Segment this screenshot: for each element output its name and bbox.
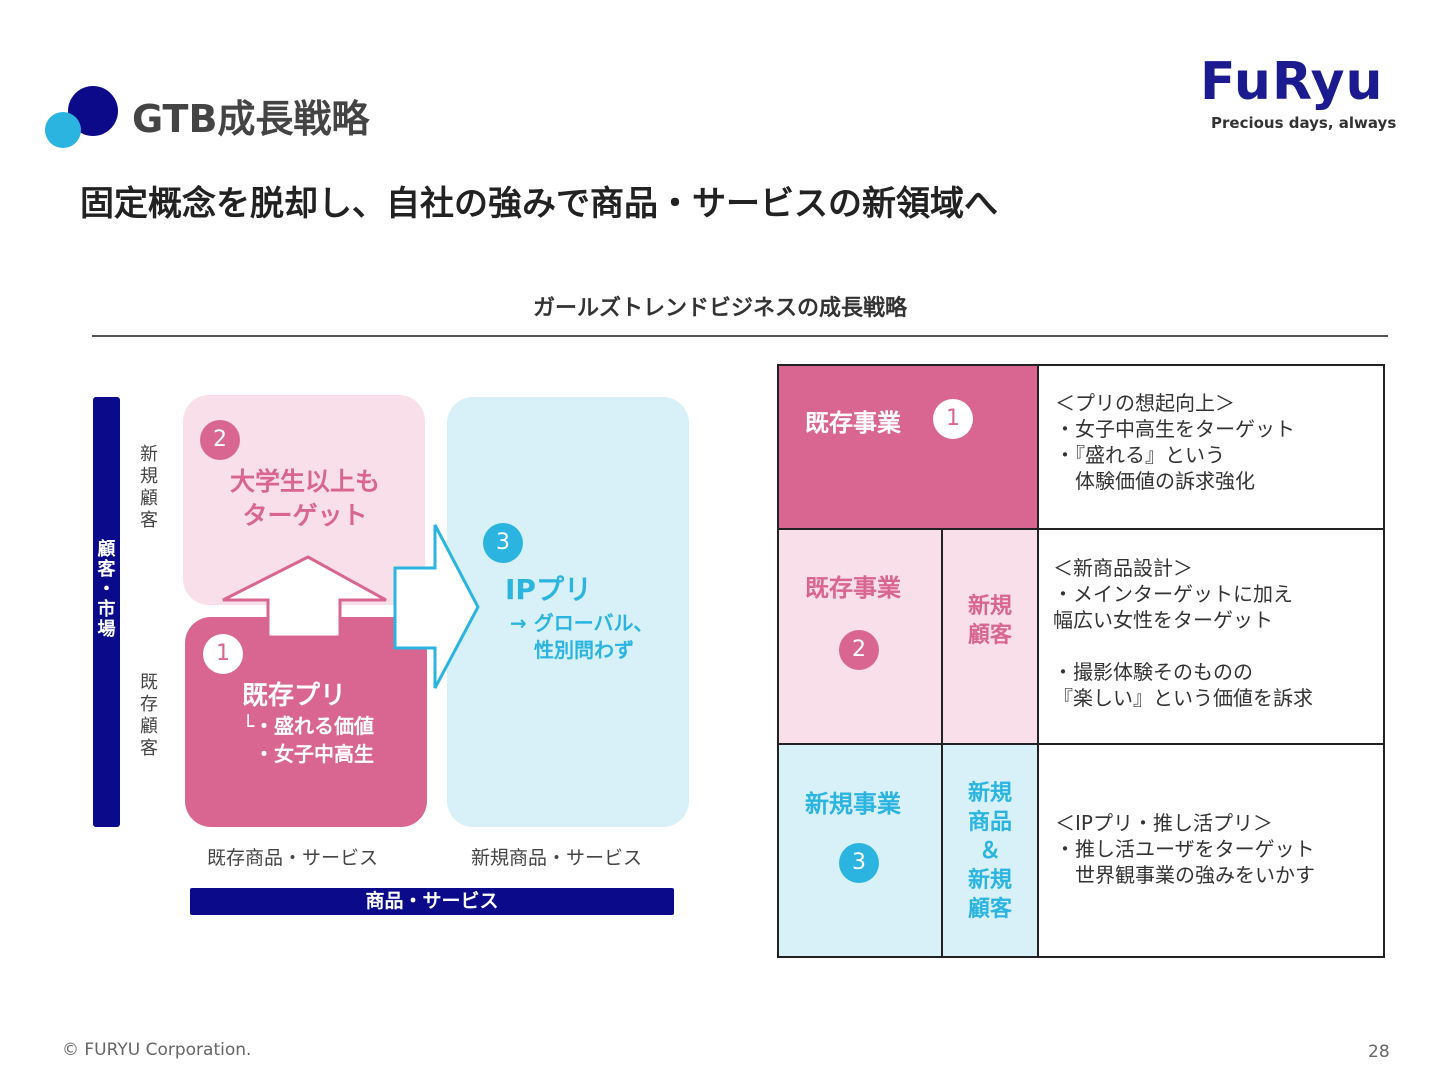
section-divider [92,335,1388,337]
q3-points: → グローバル、 性別問わず [510,611,654,662]
row2-number-badge: 2 [839,630,879,670]
section-title: ガールズトレンドビジネスの成長戦略 [532,296,907,321]
up-arrow-icon [222,555,387,639]
row1-label-cell [777,364,1038,529]
y-axis-bar [93,397,120,827]
table-divider [777,743,1385,745]
logo-dot-small [45,112,81,148]
row3-sub-label: 新規 商品 ＆ 新規 顧客 [967,781,1012,922]
q1-number-badge: 1 [203,634,243,674]
q2-number-badge: 2 [200,420,240,460]
table-divider [1037,364,1039,958]
row2-sub-label: 新規 顧客 [967,594,1012,648]
row1-number-badge: 1 [933,399,973,439]
x-left-label: 既存商品・サービス [207,847,379,869]
y-axis-label: 顧客・市場 [97,539,116,640]
page-title: GTB成長戦略 [132,97,370,141]
row3-number-badge: 3 [839,843,879,883]
headline: 固定概念を脱却し、自社の強みで商品・サービスの新領域へ [80,184,998,224]
growth-arrows [222,524,480,689]
row3-description: ＜IPプリ・推し活プリ＞ ・推し活ユーザをターゲット 世界観事業の強みをいかす [1055,811,1315,887]
row1-label: 既存事業 [805,409,901,437]
q2-text: 大学生以上も ターゲット [229,467,380,530]
y-top-label: 新規顧客 [140,444,158,531]
copyright: © FURYU Corporation. [62,1040,252,1060]
table-divider [777,528,1385,530]
row1-description: ＜プリの想起向上＞ ・女子中高生をターゲット ・『盛れる』という 体験価値の訴求… [1055,391,1295,493]
q3-number-badge: 3 [483,523,523,563]
strategy-table [777,364,1385,958]
brand-tagline: Precious days, always [1211,114,1397,132]
x-axis-bar: 商品・サービス [190,888,674,915]
right-arrow-icon [393,524,480,689]
row2-description: ＜新商品設計＞ ・メインターゲットに加え 幅広い女性をターゲット ・撮影体験その… [1053,556,1313,710]
q1-title: 既存プリ [242,681,347,711]
q3-title: IPプリ [505,573,592,606]
q1-points: └・盛れる価値 ・女子中高生 [242,714,375,766]
row3-label: 新規事業 [805,790,901,818]
row3-sub-cell [942,744,1038,958]
row2-label: 既存事業 [805,574,901,602]
brand-logo: FuRyu [1200,52,1384,112]
quadrant-new-products [447,397,689,827]
row2-sub-cell [942,529,1038,744]
x-right-label: 新規商品・サービス [471,847,643,869]
page-number: 28 [1368,1042,1390,1062]
table-divider [941,529,943,958]
y-bottom-label: 既存顧客 [140,672,158,759]
